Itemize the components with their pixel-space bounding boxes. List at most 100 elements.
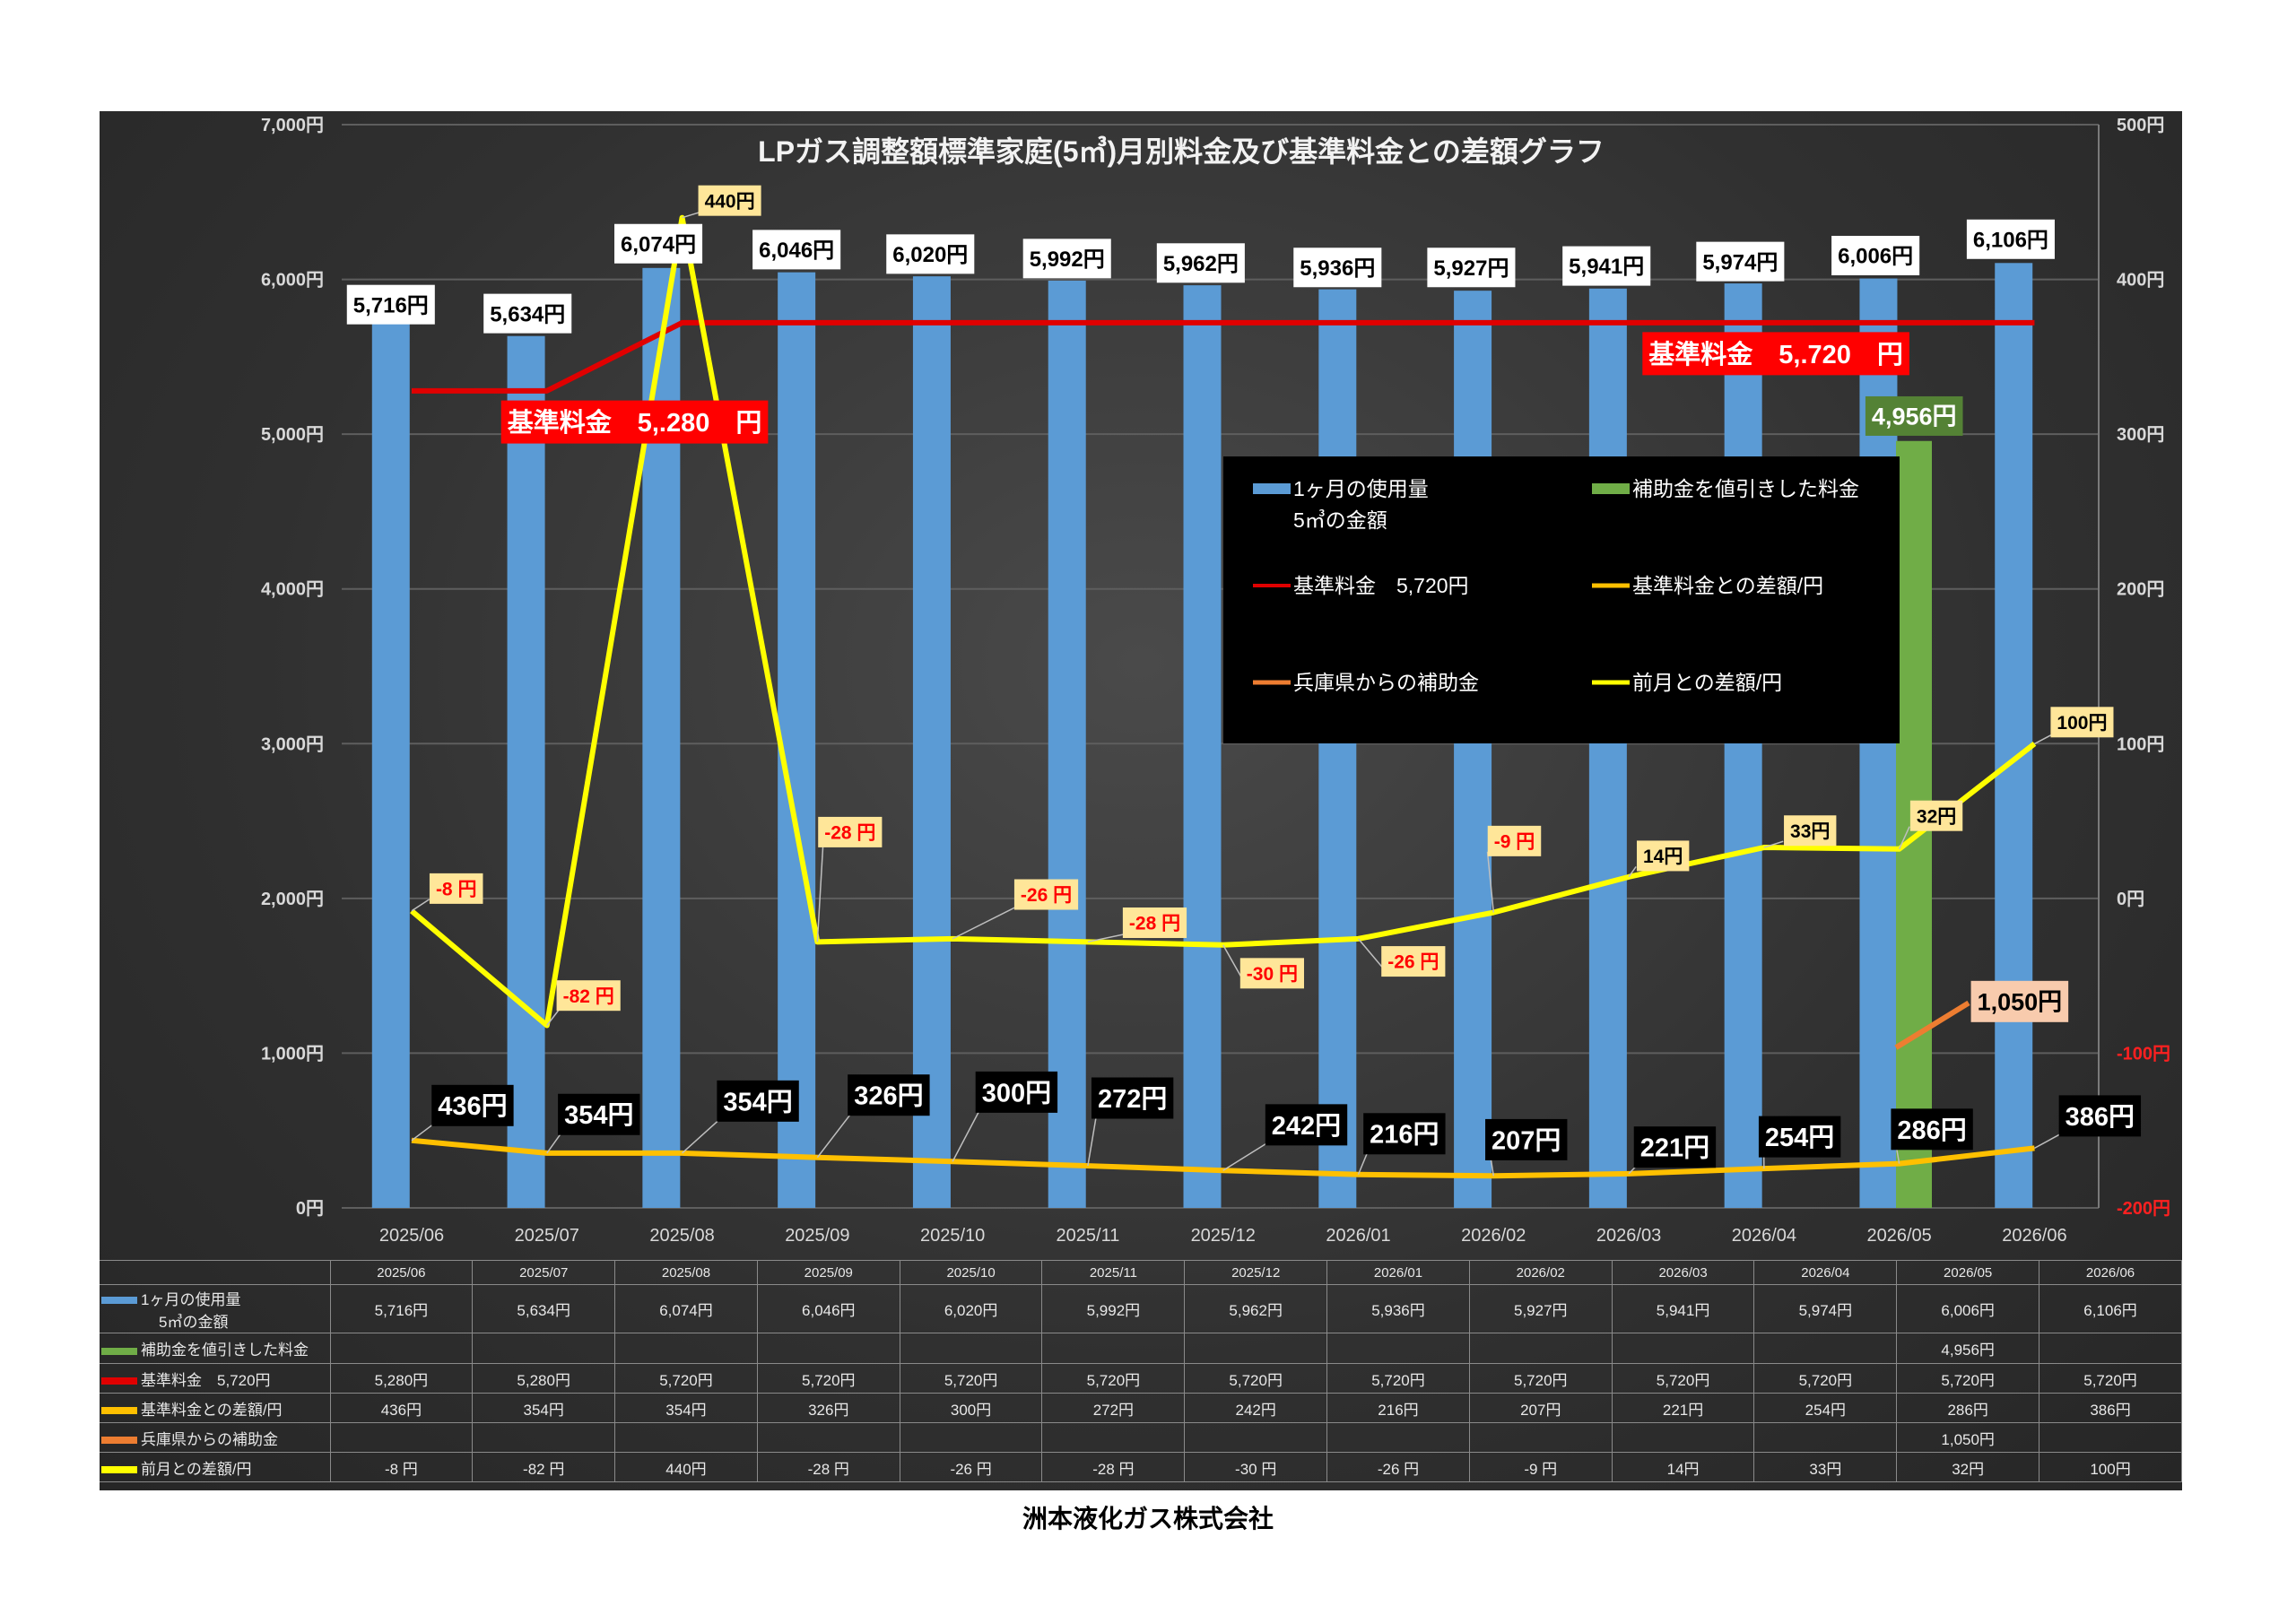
prev-diff-label: -82 円: [556, 980, 621, 1012]
table-header-month: 2026/01: [1326, 1260, 1470, 1285]
table-cell: [1041, 1422, 1186, 1453]
leader-line: [1087, 933, 1128, 943]
bar-data-label-box: [1022, 239, 1111, 279]
bar-usage: [371, 323, 410, 1209]
table-header-month: 2026/05: [1896, 1260, 2040, 1285]
prev-diff-label-text: -8 円: [436, 879, 477, 899]
bar-data-label-box: [614, 223, 703, 264]
bar-usage: [1995, 263, 2033, 1208]
table-cell: 6,006円: [1896, 1284, 2040, 1333]
prev-diff-label-box: [429, 873, 483, 904]
bar-data-label-box: [886, 234, 975, 274]
x-tick-label: 2026/04: [1732, 1226, 1796, 1246]
table-cell: 286円: [1896, 1393, 2040, 1423]
bar-data-label: 6,006円: [1831, 236, 1920, 276]
table-cell: -9 円: [1468, 1452, 1613, 1482]
table-cell: 5,720円: [899, 1363, 1043, 1394]
base-diff-label-box: [558, 1093, 640, 1135]
table-cell: 5,634円: [472, 1284, 616, 1333]
left-axis-tick: 1,000円: [261, 1044, 324, 1064]
base-diff-label: 386円: [2058, 1095, 2142, 1137]
right-axis-tick: 0円: [2117, 890, 2144, 909]
table-cell: -28 円: [1041, 1452, 1186, 1482]
legend: 1ヶ月の使用量補助金を値引きした料金基準料金 5,720円基準料金との差額/円兵…: [1223, 456, 1900, 743]
base-diff-label-box: [2058, 1095, 2142, 1137]
prev-diff-label-box: [1122, 907, 1187, 938]
x-tick-label: 2025/09: [785, 1226, 849, 1246]
bar-data-label-box: [1156, 243, 1245, 283]
legend-swatch: [1253, 680, 1291, 685]
left-axis-tick: 5,000円: [261, 425, 324, 445]
table-cell: 216円: [1326, 1393, 1470, 1423]
prev-diff-label: -30 円: [1239, 958, 1304, 989]
prev-diff-label-text: -28 円: [824, 822, 875, 843]
right-axis-tick: 200円: [2117, 580, 2164, 600]
table-header-month: 2026/03: [1611, 1260, 1755, 1285]
x-tick-label: 2025/11: [1057, 1226, 1120, 1246]
bar-data-label-box: [1562, 246, 1651, 286]
bar-data-label: 5,992円: [1022, 239, 1111, 279]
base-diff-label: 300円: [975, 1071, 1058, 1113]
base-price-annotation-box: [500, 400, 769, 444]
base-diff-label-box: [1265, 1104, 1348, 1146]
bar-usage: [1588, 288, 1627, 1209]
table-header-month: 2026/02: [1468, 1260, 1613, 1285]
bar-data-label: 6,106円: [1966, 219, 2055, 259]
right-axis-tick: 400円: [2117, 271, 2164, 291]
base-diff-label-text: 354円: [723, 1088, 792, 1116]
table-cell: [1468, 1422, 1613, 1453]
prev-diff-label: 100円: [2050, 707, 2114, 738]
row-label-text: 基準料金との差額/円: [141, 1401, 283, 1419]
left-axis-tick: 6,000円: [261, 271, 324, 291]
table-cell: 5,974円: [1753, 1284, 1898, 1333]
base-diff-label-box: [1363, 1113, 1446, 1155]
legend-box: [1223, 456, 1900, 743]
table-cell: 272円: [1041, 1393, 1186, 1423]
bar-data-label-text: 6,006円: [1838, 245, 1913, 269]
base-diff-label: 254円: [1758, 1116, 1841, 1158]
bar-usage: [778, 272, 816, 1208]
table-cell: 386円: [2039, 1393, 2182, 1423]
table-row-label: 基準料金 5,720円: [100, 1363, 331, 1394]
prev-diff-label-box: [1909, 800, 1963, 831]
prev-diff-label-box: [1013, 879, 1079, 910]
legend-entry: 基準料金との差額/円: [1632, 574, 1823, 597]
prev-diff-label-box: [1637, 840, 1690, 872]
table-cell: 6,106円: [2039, 1284, 2182, 1333]
base-diff-label: 436円: [431, 1084, 514, 1126]
prev-diff-label-text: 100円: [2057, 713, 2107, 734]
bar-data-label-box: [752, 230, 841, 270]
bar-usage: [1724, 283, 1762, 1208]
legend-swatch: [1592, 483, 1630, 494]
base-diff-label-box: [717, 1080, 799, 1122]
right-axis-tick: 300円: [2117, 425, 2164, 445]
prev-diff-label-box: [1784, 815, 1837, 847]
base-diff-label-box: [1091, 1077, 1174, 1119]
left-axis-tick: 0円: [296, 1199, 324, 1219]
series-swatch: [101, 1407, 137, 1415]
table-cell: -30 円: [1184, 1452, 1328, 1482]
bar-data-label: 6,074円: [614, 223, 703, 264]
x-tick-label: 2025/08: [649, 1226, 714, 1246]
table-cell: [2039, 1333, 2182, 1364]
base-diff-label-text: 354円: [564, 1101, 633, 1130]
table-header-month: 2025/06: [329, 1260, 474, 1285]
table-cell: 100円: [2039, 1452, 2182, 1482]
table-cell: 436円: [329, 1393, 474, 1423]
bar-data-label: 5,936円: [1293, 248, 1382, 288]
table-cell: 5,927円: [1468, 1284, 1613, 1333]
hyogo-subsidy-label: 1,050円: [1970, 980, 2069, 1022]
prev-diff-label: -28 円: [818, 816, 883, 847]
table-cell: -26 円: [1326, 1452, 1470, 1482]
table-cell: 1,050円: [1896, 1422, 2040, 1453]
right-axis-tick: -100円: [2117, 1044, 2170, 1064]
table-cell: 354円: [472, 1393, 616, 1423]
table-cell: [1184, 1422, 1328, 1453]
bar-data-label-text: 6,046円: [759, 239, 834, 263]
x-tick-label: 2025/07: [515, 1226, 579, 1246]
table-cell: 440円: [614, 1452, 758, 1482]
table-cell: 6,046円: [756, 1284, 900, 1333]
table-row-label: 前月との差額/円: [100, 1452, 331, 1482]
